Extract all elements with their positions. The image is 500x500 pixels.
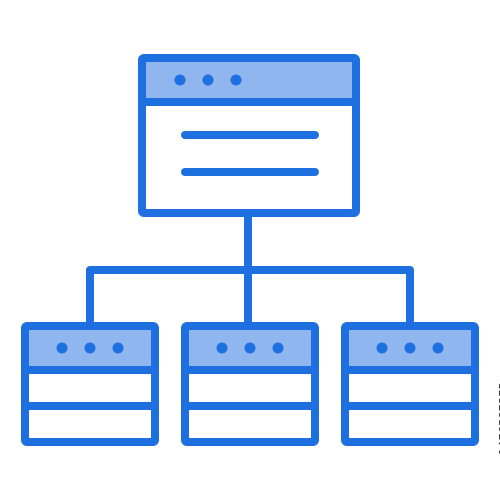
main-window: [138, 54, 360, 217]
server-node-frame: [341, 322, 479, 446]
main-window-dots: [174, 74, 242, 86]
window-dot-icon: [174, 74, 186, 86]
node-dot-icon: [56, 342, 68, 354]
server-node-1: [21, 322, 159, 446]
main-window-frame: [138, 54, 360, 217]
node-dot-icon: [84, 342, 96, 354]
node-dot-icon: [244, 342, 256, 354]
node-dot-icon: [404, 342, 416, 354]
child-nodes: [21, 322, 479, 446]
main-window-titlebar: [142, 58, 356, 102]
node-dot-icon: [272, 342, 284, 354]
node-dot-icon: [376, 342, 388, 354]
server-node-frame: [181, 322, 319, 446]
main-window-text-lines: [181, 131, 319, 176]
node-dot-icon: [112, 342, 124, 354]
window-dot-icon: [202, 74, 214, 86]
window-dot-icon: [230, 74, 242, 86]
connector-lines: [86, 209, 414, 330]
node-dot-icon: [216, 342, 228, 354]
server-node-3: [341, 322, 479, 446]
server-node-frame: [21, 322, 159, 446]
node-dot-icon: [432, 342, 444, 354]
server-node-2: [181, 322, 319, 446]
